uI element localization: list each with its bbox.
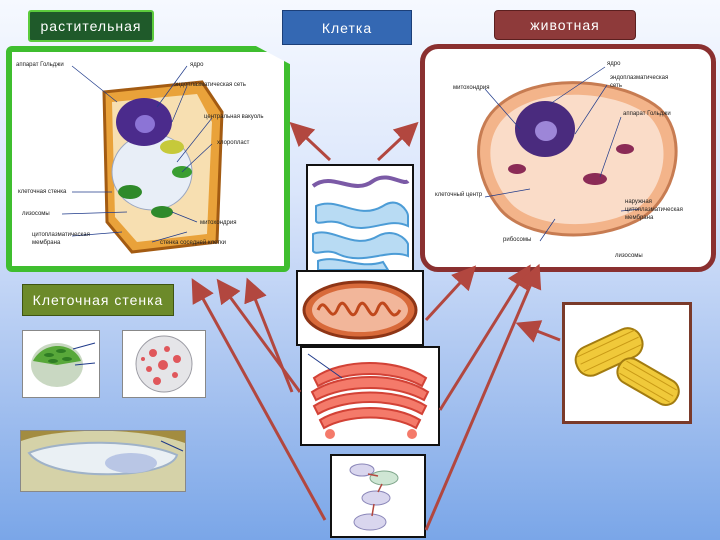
animal-golgi-label: аппарат Гольджи [623,111,671,117]
plant-chloroplast-label: хлоропласт [217,140,250,146]
plant-er-label: эндоплазматическая сеть [174,82,246,88]
cell-wall-label: Клеточная стенка [22,284,174,316]
plant-cell-illustration [61,65,224,254]
plant-lysosomes-label: лизосомы [22,211,50,217]
animal-mitochondria-label: митохондрия [453,85,490,91]
animal-er-label-1: эндоплазматическая [610,75,669,81]
plant-nucleus-label: ядро [190,62,204,68]
animal-lysosomes-label: лизосомы [615,253,643,259]
plant-vacuole-label: центральная вакуоль [204,114,264,120]
animal-cell-center-label: клеточный центр [435,192,483,198]
animal-cell-diagram: ядро митохондрия эндоплазматическая сеть… [420,44,716,272]
animal-er-label-2: сеть [610,83,623,89]
animal-cell-illustration [477,66,678,242]
endoplasmic-reticulum-image [306,164,414,272]
vacuole-image [20,430,186,492]
plant-membrane-label-2: мембрана [32,240,61,246]
cell-title-label: Клетка [282,10,412,45]
golgi-apparatus-image [300,346,440,446]
vesicles-image [122,330,206,398]
plant-cell-diagram: аппарат Гольджи ядро эндоплазматическая … [6,46,290,272]
mitochondrion-image [296,270,424,346]
animal-outer-membrane-label-2: цитоплазматическая [625,207,683,213]
plant-mitochondria-label: митохондрия [200,220,237,226]
animal-outer-membrane-label-1: наружная [625,199,652,205]
animal-ribosomes-label: рибосомы [503,237,532,243]
animal-cell-label: животная [494,10,636,40]
plant-golgi-label: аппарат Гольджи [16,62,64,68]
lysosome-image [330,454,426,538]
plant-cell-label: растительная [28,10,154,42]
chloroplast-image [22,330,100,398]
animal-outer-membrane-label-3: мембрана [625,215,654,221]
animal-nucleus-label: ядро [607,61,621,67]
plant-neighbor-wall-label: стенка соседней клетки [160,240,226,246]
plant-membrane-label-1: цитоплазматическая [32,232,90,238]
plant-cell-wall-text: клеточная стенка [18,189,67,195]
centriole-image [562,302,692,424]
